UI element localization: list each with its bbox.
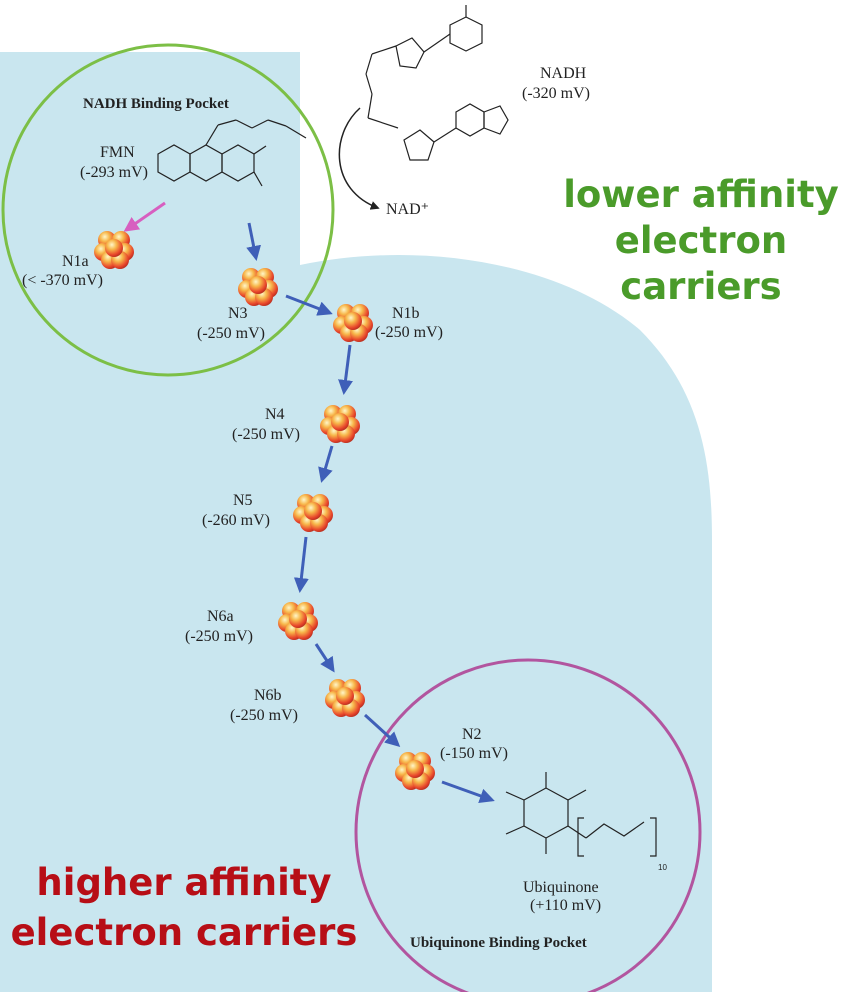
ubiquinone-structure bbox=[505, 772, 657, 857]
arrow-n6a-to-n6b bbox=[314, 643, 335, 673]
n6b-potential: (-250 mV) bbox=[230, 707, 298, 724]
ubiquinone-label: Ubiquinone bbox=[523, 879, 599, 896]
n6a-potential: (-250 mV) bbox=[185, 628, 253, 645]
arrow-n3-to-n1b bbox=[285, 294, 333, 316]
arrow-n5-to-n6a bbox=[293, 536, 309, 593]
nadh-pocket-title: NADH Binding Pocket bbox=[83, 96, 229, 112]
n4-label: N4 bbox=[265, 406, 285, 423]
arrow-n1b-to-n4 bbox=[338, 344, 353, 395]
nadh-potential: (-320 mV) bbox=[522, 85, 590, 102]
fmn-label: FMN bbox=[100, 144, 135, 161]
n5-potential: (-260 mV) bbox=[202, 512, 270, 529]
nadh-binding-pocket bbox=[1, 43, 335, 377]
ubiquinone-binding-pocket bbox=[354, 658, 702, 992]
protein-background bbox=[0, 52, 712, 992]
n1b-label: N1b bbox=[392, 305, 420, 322]
higher-affinity-callout: higher affinity electron carriers bbox=[8, 858, 360, 958]
n3-label: N3 bbox=[228, 305, 248, 322]
nadh-label: NADH bbox=[540, 65, 587, 82]
n2-potential: (-150 mV) bbox=[440, 745, 508, 762]
lower-affinity-callout: lower affinity electron carriers bbox=[548, 172, 854, 310]
ubiquinone-pocket-title: Ubiquinone Binding Pocket bbox=[410, 935, 587, 951]
arrow-n2-to-ubiquinone bbox=[441, 780, 495, 803]
n4-potential: (-250 mV) bbox=[232, 426, 300, 443]
lower-affinity-line2: electron carriers bbox=[614, 219, 788, 308]
arrow-fmn-to-n1a bbox=[123, 201, 166, 232]
fmn-potential: (-293 mV) bbox=[80, 164, 148, 181]
n5-label: N5 bbox=[233, 492, 253, 509]
n3-potential: (-250 mV) bbox=[197, 325, 265, 342]
fmn-structure bbox=[157, 119, 307, 187]
n1a-label: N1a bbox=[62, 253, 89, 270]
n6a-label: N6a bbox=[207, 608, 234, 625]
higher-affinity-line2: electron carriers bbox=[10, 911, 358, 954]
arrow-n4-to-n5 bbox=[318, 445, 334, 483]
n1b-potential: (-250 mV) bbox=[375, 324, 443, 341]
arrow-fmn-to-n3 bbox=[246, 222, 262, 261]
nad-plus-label: NAD⁺ bbox=[386, 201, 429, 218]
lower-affinity-line1: lower affinity bbox=[563, 173, 839, 216]
ubiquinone-potential: (+110 mV) bbox=[530, 897, 601, 914]
higher-affinity-line1: higher affinity bbox=[36, 861, 332, 904]
electron-path bbox=[123, 201, 495, 803]
ubiquinone-subscript: 10 bbox=[658, 863, 667, 872]
n2-label: N2 bbox=[462, 726, 482, 743]
n1a-potential: (< -370 mV) bbox=[22, 272, 103, 289]
n6b-label: N6b bbox=[254, 687, 282, 704]
nadh-structure bbox=[365, 5, 509, 161]
arrow-n6b-to-n2 bbox=[363, 713, 401, 748]
nad-curved-arrow bbox=[338, 107, 380, 210]
